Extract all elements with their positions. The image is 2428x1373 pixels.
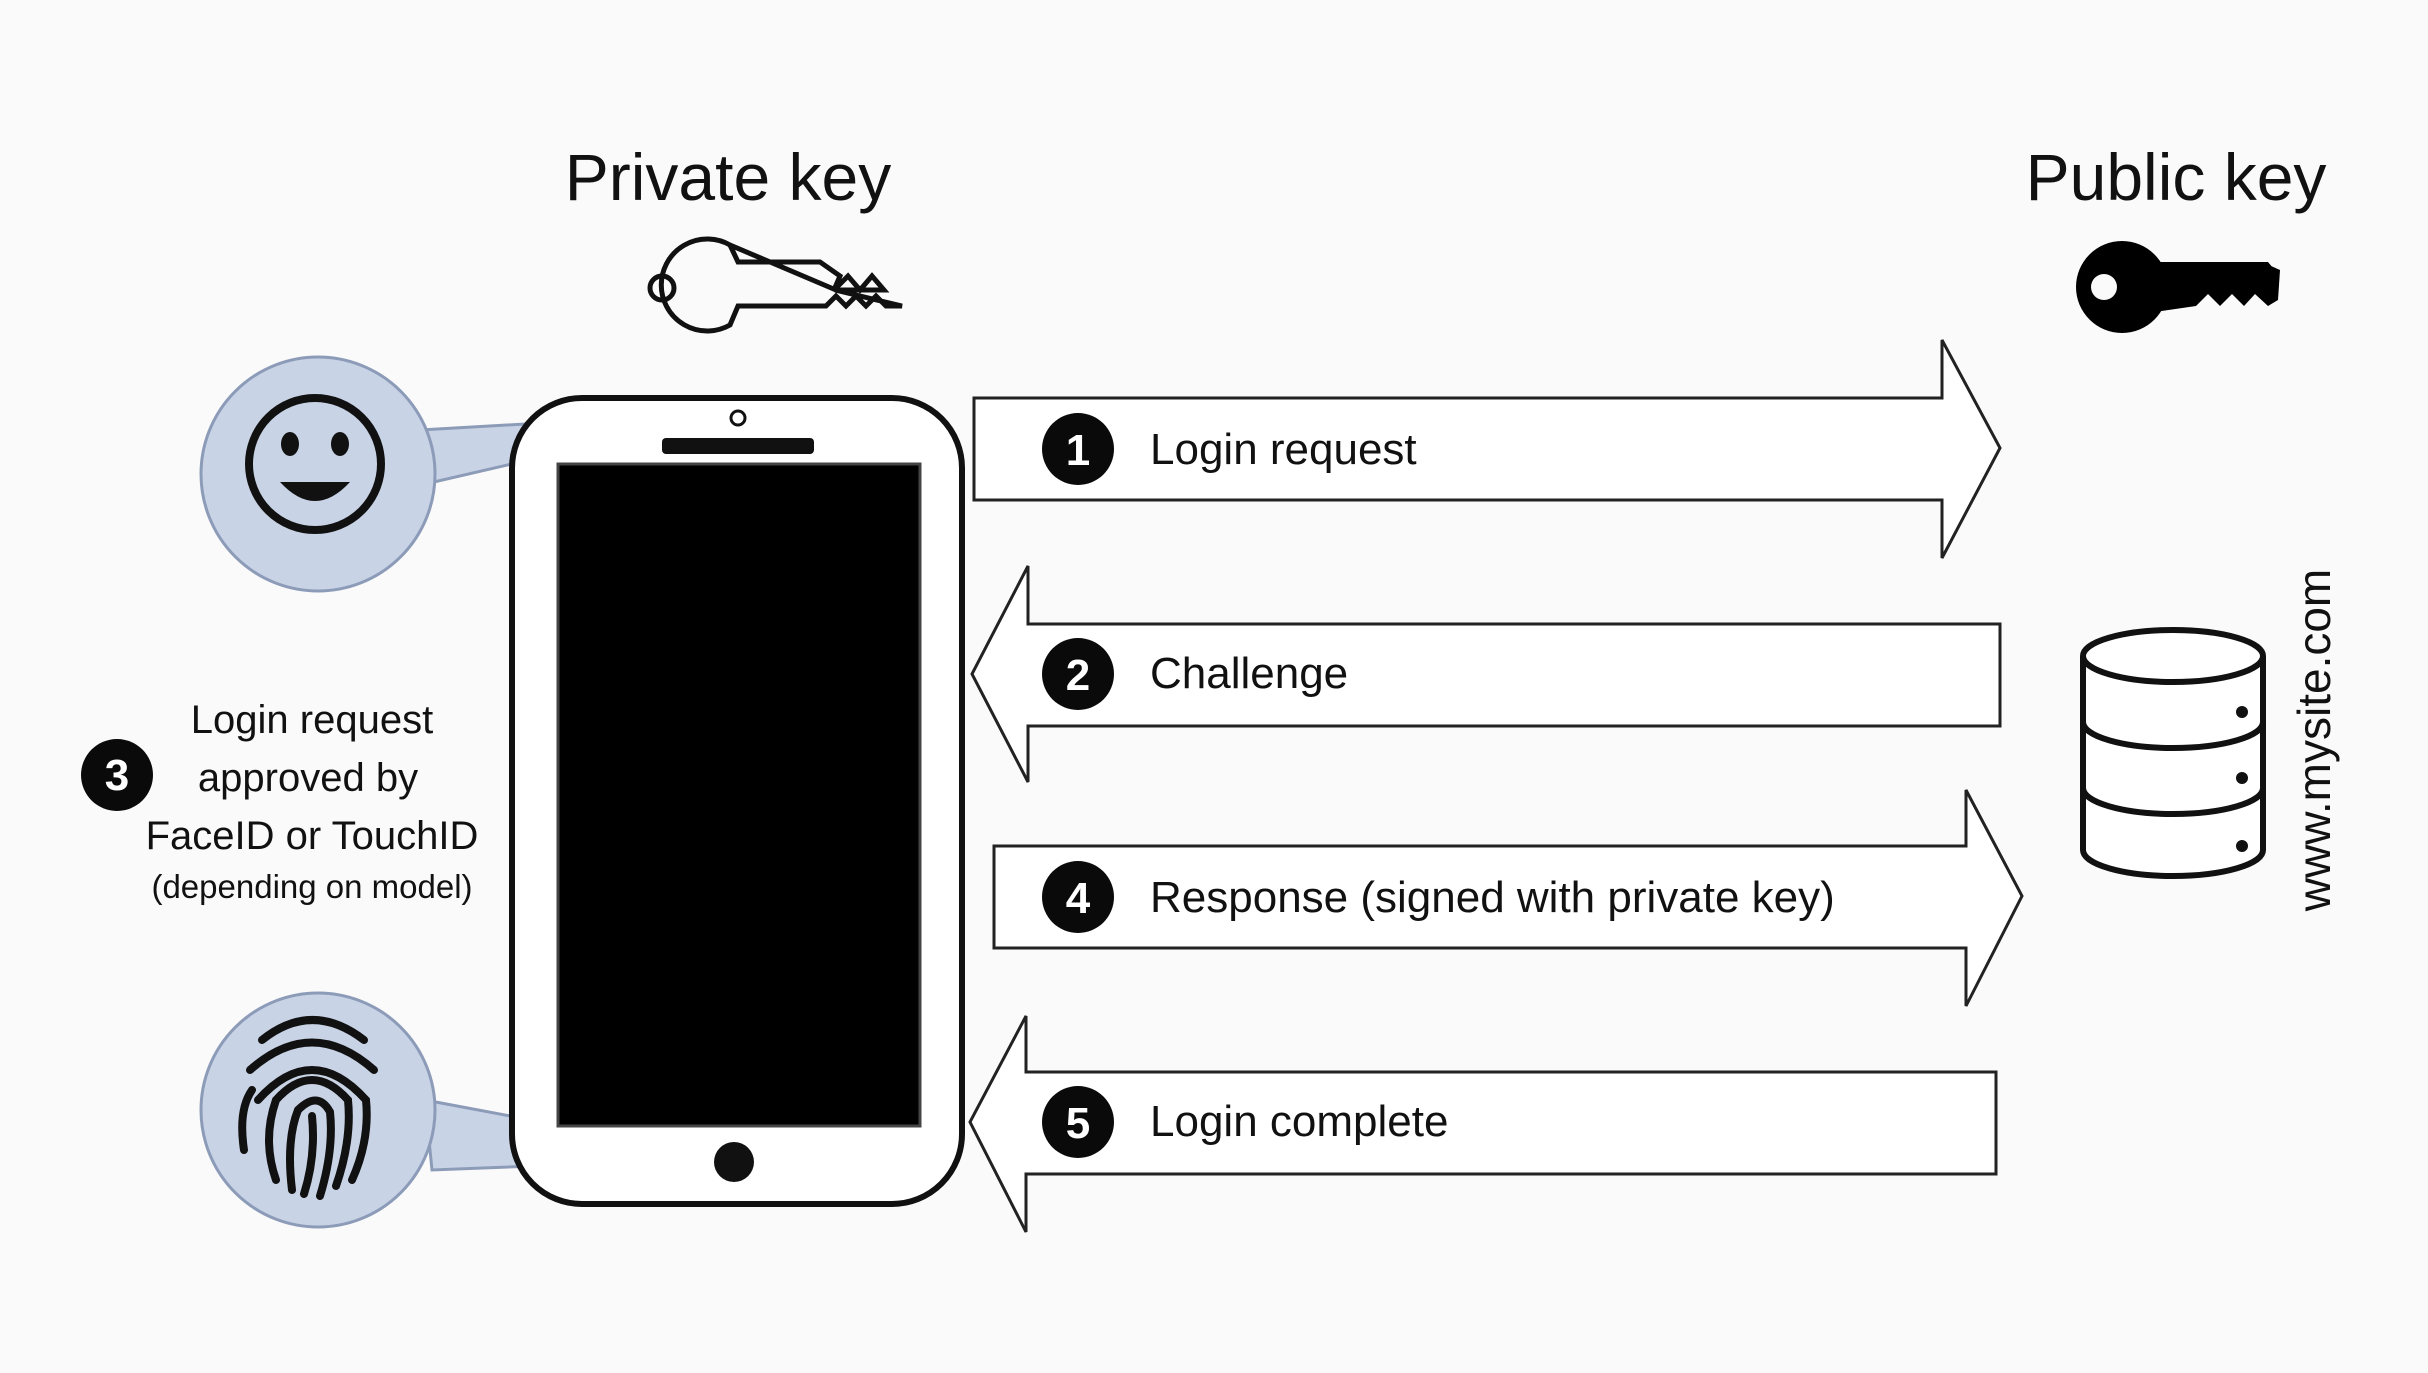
step-badge	[1042, 1086, 1114, 1158]
step-number: 3	[105, 751, 129, 800]
phone-camera	[729, 409, 747, 427]
smiley-face-icon	[245, 394, 385, 534]
step-badge	[1042, 861, 1114, 933]
fingerprint-icon	[238, 1016, 378, 1200]
phone	[509, 395, 965, 1207]
step-badge	[1042, 638, 1114, 710]
note-line: FaceID or TouchID	[146, 814, 479, 858]
step-label: Login request	[1150, 425, 1417, 474]
step-number: 4	[1066, 874, 1091, 923]
step-number: 2	[1066, 651, 1090, 700]
step-label: Login complete	[1150, 1097, 1448, 1146]
phone-home-button	[714, 1142, 754, 1182]
server-label: www.mysite.com	[2288, 569, 2340, 912]
note-line: approved by	[198, 756, 418, 800]
phone-screen	[556, 462, 922, 1128]
step-arrow: 4 Response (signed with private key)	[992, 789, 2024, 1007]
database-icon	[2080, 627, 2266, 879]
public-key-title: Public key	[2026, 140, 2327, 214]
note-line: Login request	[191, 698, 433, 742]
step-label: Response (signed with private key)	[1150, 873, 1835, 922]
auth-note: 3 Login request approved by FaceID or To…	[81, 698, 478, 905]
step-number: 5	[1066, 1099, 1090, 1148]
note-subtext: (depending on model)	[151, 868, 472, 905]
step-arrow: 2 Challenge	[970, 565, 2002, 783]
step-arrow: 5 Login complete	[968, 1015, 1998, 1233]
step-number: 1	[1066, 426, 1090, 475]
step-badge	[1042, 413, 1114, 485]
step-badge	[81, 739, 153, 811]
step-label: Challenge	[1150, 649, 1348, 698]
phone-speaker	[662, 438, 814, 454]
private-key-title: Private key	[565, 140, 891, 214]
outline-key-icon	[647, 236, 903, 334]
solid-key-icon	[2076, 241, 2280, 333]
step-arrow: 1 Login request	[972, 339, 2002, 559]
